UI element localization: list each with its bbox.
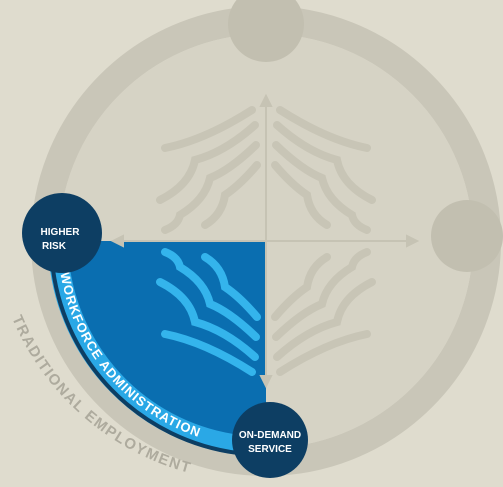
workforce-accent-arc-edge <box>50 260 239 455</box>
web-top-right <box>271 106 376 234</box>
arrow-down-icon <box>259 375 273 389</box>
ring-knob-top <box>228 0 304 62</box>
higher-risk-line2: RISK <box>42 241 67 252</box>
arrow-right-icon <box>406 234 420 248</box>
higher-risk-line1: HIGHER <box>41 227 81 238</box>
higher-risk-node: HIGHER RISK <box>22 193 102 273</box>
axes <box>110 93 420 389</box>
web-top-left <box>156 106 261 234</box>
web-bottom-right <box>271 248 376 376</box>
workforce-accent-arc <box>49 259 242 455</box>
arrow-left-icon <box>110 234 124 248</box>
on-demand-line1: ON-DEMAND <box>239 430 301 441</box>
on-demand-service-node: ON-DEMAND SERVICE <box>232 402 308 478</box>
on-demand-line2: SERVICE <box>248 444 292 455</box>
ring-knob-right <box>431 200 503 272</box>
web-bottom-left <box>156 248 261 376</box>
arrow-up-icon <box>259 93 273 107</box>
quadrant-bottom-left <box>59 241 266 448</box>
